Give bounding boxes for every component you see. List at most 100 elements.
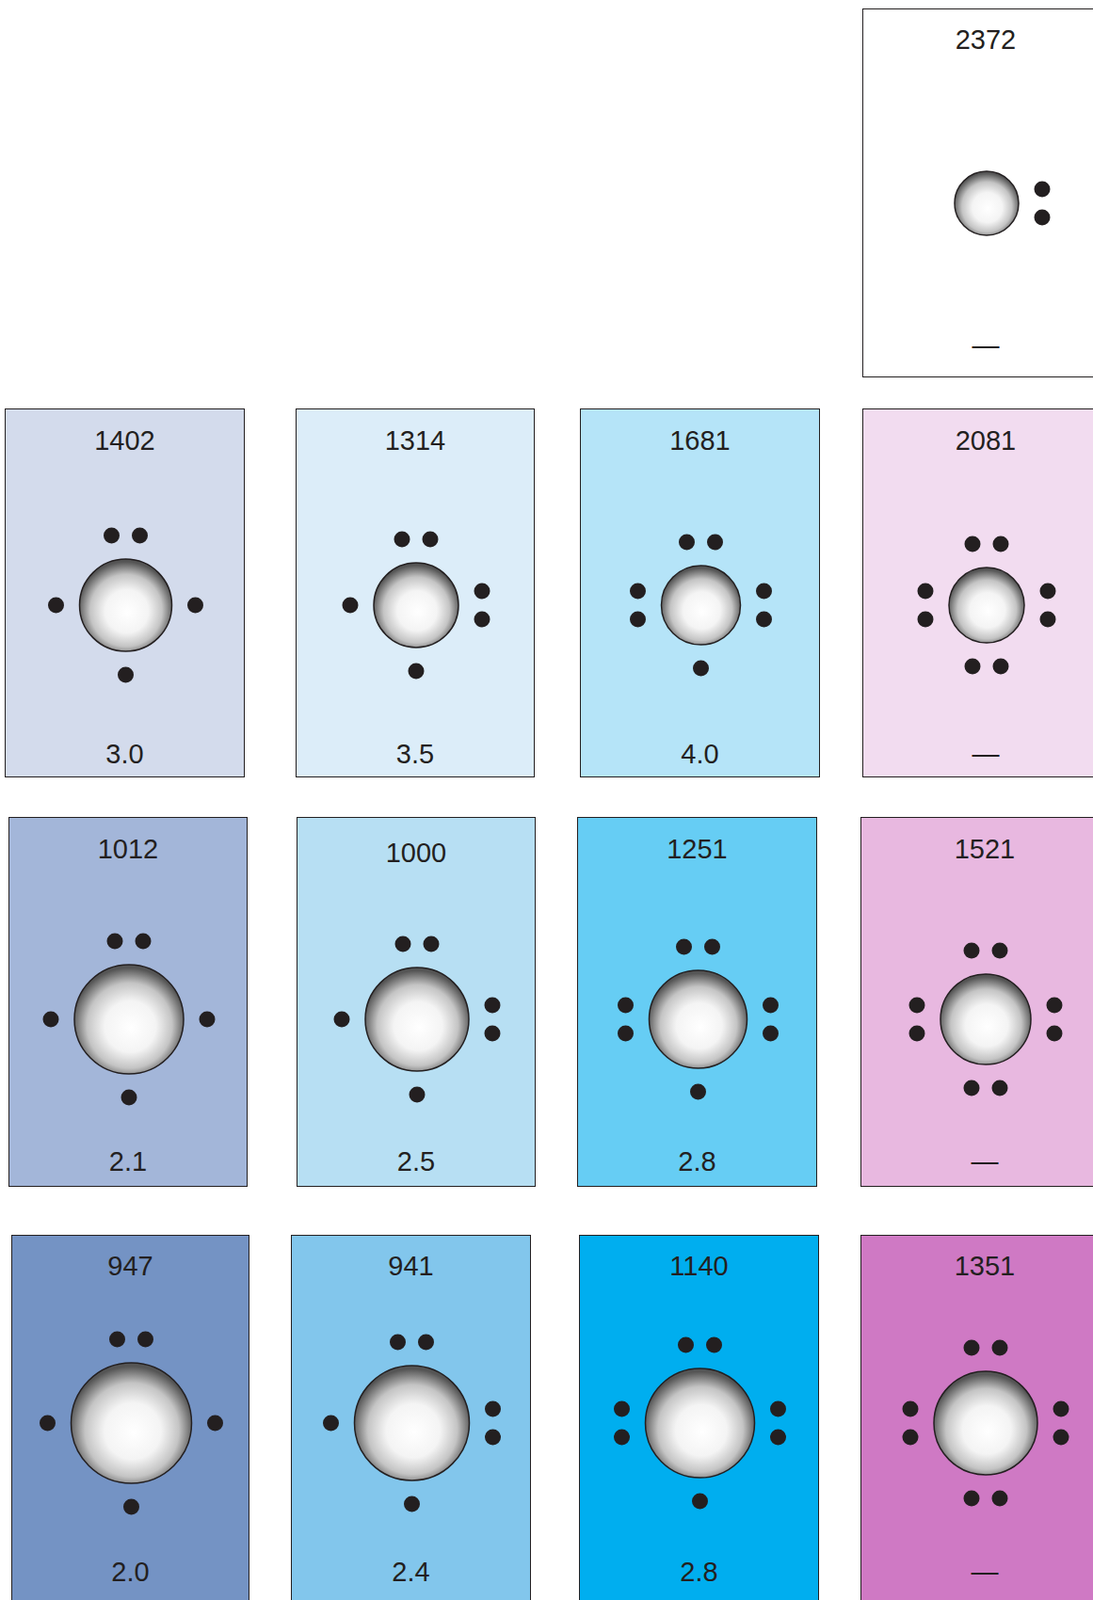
element-box: 10122.1	[8, 817, 248, 1188]
lewis-symbol	[291, 1236, 531, 1600]
atom-core	[354, 1366, 470, 1481]
valence-electron	[706, 1337, 723, 1354]
electronegativity: —	[863, 331, 1093, 362]
element-box: 1314 3.5	[295, 408, 535, 778]
electronegativity: —	[861, 1558, 1093, 1589]
electronegativity: 3.0	[5, 739, 244, 771]
valence-electron	[137, 1332, 154, 1349]
lewis-symbol	[297, 818, 536, 1188]
atom-core	[365, 967, 469, 1072]
valence-electron	[1046, 1026, 1063, 1043]
valence-electron	[322, 1415, 339, 1432]
valence-electron	[964, 1340, 981, 1357]
valence-electron	[964, 943, 981, 960]
ionization-energy: 1012	[9, 835, 247, 866]
atom-core	[645, 1368, 756, 1479]
valence-electron	[902, 1430, 919, 1447]
lewis-symbol	[296, 409, 535, 778]
valence-electron	[403, 1496, 420, 1513]
valence-electron	[1034, 181, 1051, 198]
ionization-energy: 1351	[861, 1252, 1093, 1283]
electronegativity: 3.5	[296, 739, 534, 771]
valence-electron	[617, 997, 634, 1014]
electronegativity: 2.4	[291, 1558, 531, 1589]
valence-electron	[770, 1430, 787, 1447]
valence-electron	[992, 1491, 1009, 1508]
element-box: 12512.8	[577, 817, 818, 1188]
element-box: 11402.8	[578, 1235, 820, 1600]
valence-electron	[109, 1332, 126, 1349]
lewis-symbol	[861, 1236, 1093, 1600]
valence-electron	[691, 1494, 708, 1511]
electronegativity: —	[863, 739, 1093, 771]
valence-electron	[964, 1491, 981, 1508]
valence-electron	[39, 1415, 56, 1432]
element-box: 2081 —	[862, 408, 1093, 778]
valence-electron	[992, 943, 1009, 960]
valence-electron	[394, 531, 411, 548]
valence-electron	[707, 534, 724, 551]
element-box: 9472.0	[11, 1235, 250, 1600]
element-box: 2372 —	[862, 8, 1093, 378]
valence-electron	[613, 1430, 630, 1447]
valence-electron	[395, 936, 412, 953]
valence-electron	[342, 597, 359, 614]
lewis-symbol	[5, 409, 245, 778]
valence-electron	[334, 1012, 351, 1029]
valence-electron	[1040, 583, 1057, 600]
element-box: 1351 —	[860, 1235, 1093, 1600]
ionization-energy: 1314	[296, 426, 534, 457]
valence-electron	[993, 659, 1010, 676]
valence-electron	[131, 528, 148, 545]
valence-electron	[484, 1401, 501, 1418]
valence-electron	[755, 611, 772, 628]
valence-electron	[1053, 1430, 1070, 1447]
valence-electron	[48, 597, 65, 614]
valence-electron	[675, 939, 692, 956]
lewis-symbol	[861, 818, 1093, 1188]
valence-electron	[408, 663, 425, 680]
valence-electron	[755, 583, 772, 600]
element-box: 14023.0	[4, 408, 245, 778]
valence-electron	[902, 1401, 919, 1418]
ionization-energy: 947	[12, 1252, 249, 1283]
lewis-symbol	[12, 1236, 250, 1600]
valence-electron	[117, 667, 134, 684]
valence-electron	[762, 997, 779, 1014]
element-box: 1521—	[860, 817, 1093, 1188]
valence-electron	[121, 1090, 138, 1107]
valence-electron	[103, 528, 120, 545]
valence-electron	[417, 1334, 434, 1351]
lewis-symbol	[578, 818, 818, 1188]
valence-electron	[629, 583, 646, 600]
atom-core	[80, 559, 173, 652]
valence-electron	[474, 611, 491, 628]
ionization-energy: 941	[291, 1252, 531, 1283]
valence-electron	[199, 1012, 216, 1029]
ionization-energy: 2081	[863, 426, 1093, 457]
valence-electron	[484, 1026, 501, 1043]
electronegativity: —	[861, 1147, 1093, 1178]
valence-electron	[135, 933, 152, 950]
valence-electron	[389, 1334, 406, 1351]
atom-core	[940, 974, 1031, 1065]
valence-electron	[1046, 997, 1063, 1014]
atom-core	[373, 562, 459, 648]
valence-electron	[692, 660, 709, 677]
valence-electron	[474, 583, 491, 600]
valence-electron	[964, 659, 981, 676]
valence-electron	[617, 1026, 634, 1043]
electronegativity: 4.0	[580, 739, 820, 771]
ionization-energy: 2372	[863, 25, 1093, 56]
ionization-energy: 1000	[297, 838, 535, 869]
valence-electron	[1034, 209, 1051, 226]
lewis-symbol	[579, 1236, 820, 1600]
valence-electron	[917, 611, 934, 628]
atom-core	[74, 964, 184, 1075]
valence-electron	[629, 611, 646, 628]
valence-electron	[423, 936, 440, 953]
valence-electron	[909, 1026, 926, 1043]
lewis-symbol	[863, 9, 1093, 378]
valence-electron	[613, 1401, 630, 1418]
electronegativity: 2.5	[297, 1147, 535, 1178]
